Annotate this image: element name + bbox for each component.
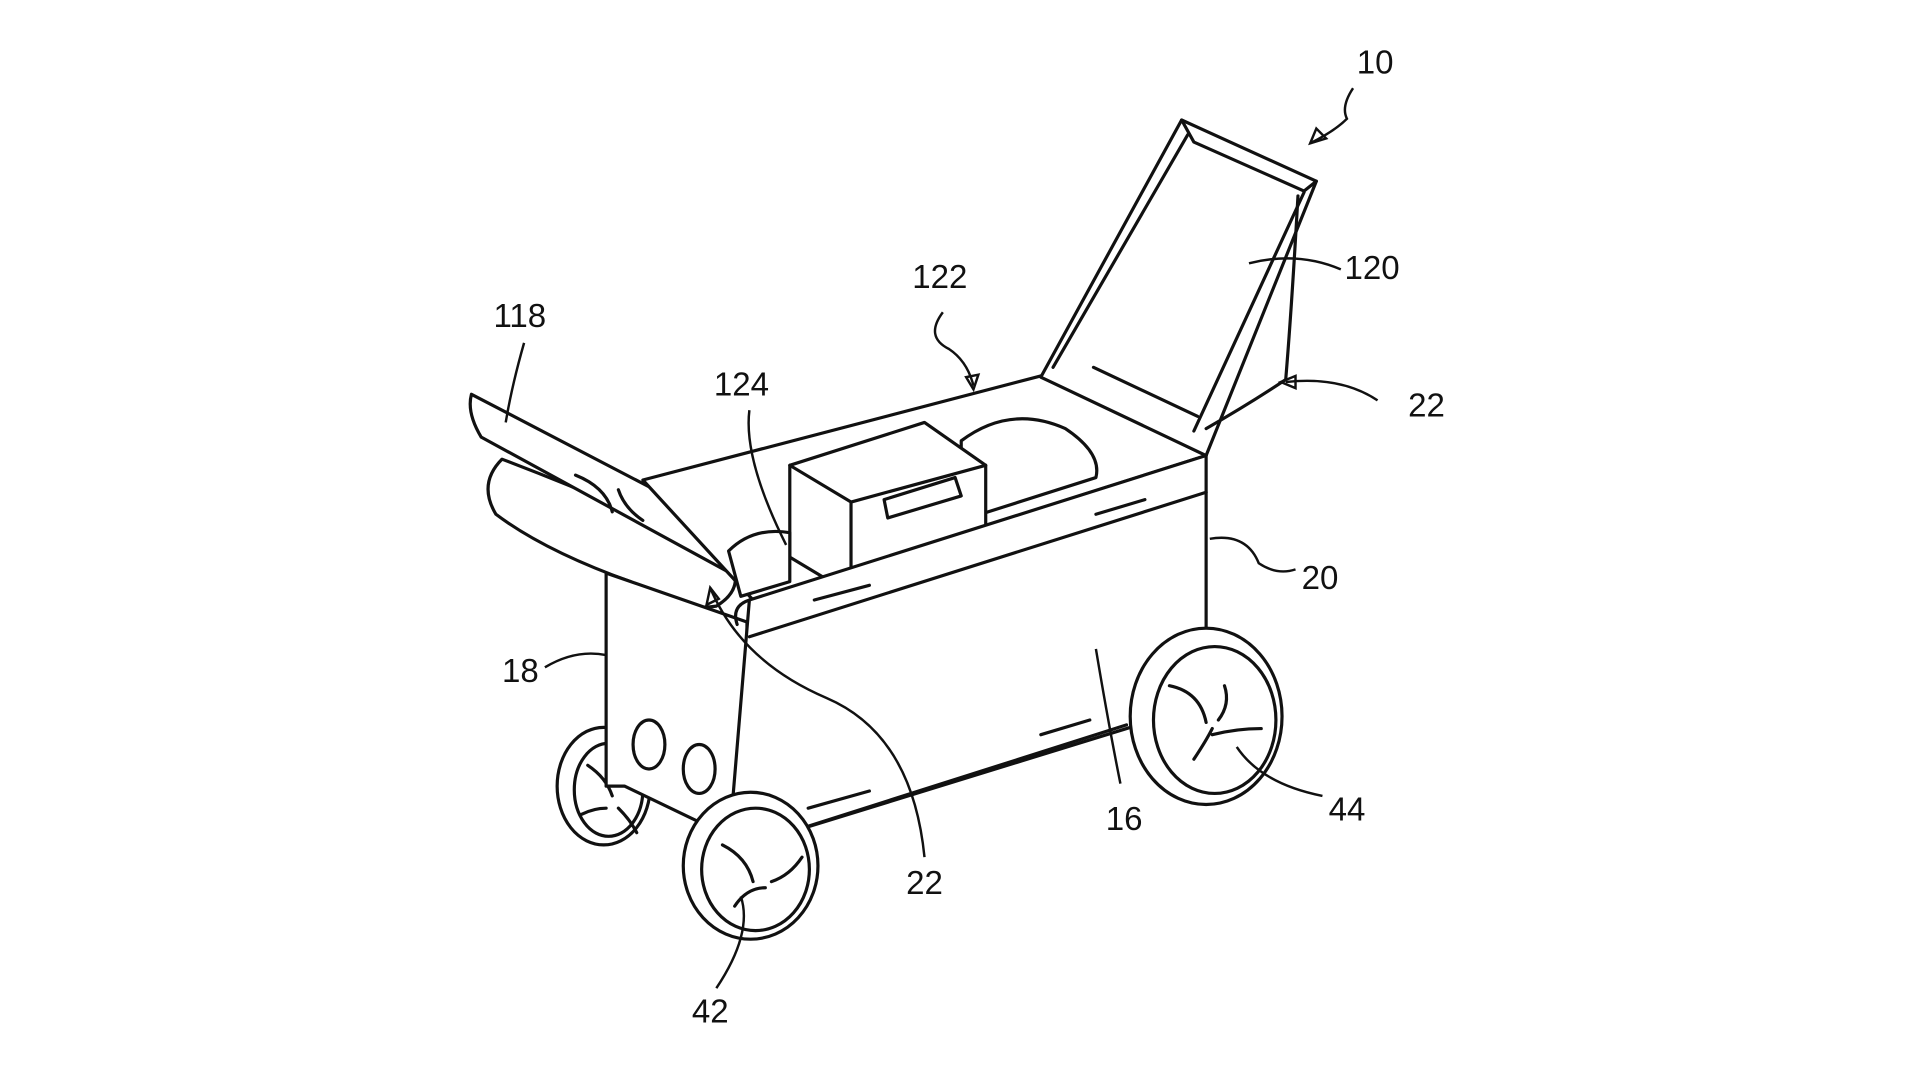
label-20: 20 (1302, 560, 1339, 597)
label-122: 122 (912, 259, 967, 296)
label-10: 10 (1357, 44, 1394, 81)
label-18: 18 (502, 653, 539, 690)
label-42: 42 (692, 993, 729, 1030)
label-118: 118 (493, 298, 546, 335)
vent-holes (631, 718, 717, 796)
reference-labels: 10 120 122 22 118 124 20 18 16 44 22 42 (493, 44, 1444, 1030)
label-124: 124 (714, 367, 769, 404)
label-44: 44 (1329, 791, 1366, 828)
label-120: 120 (1344, 250, 1399, 287)
top-lid-120 (1039, 118, 1318, 458)
label-16: 16 (1106, 801, 1143, 838)
leader-lines (504, 87, 1379, 989)
label-22-right: 22 (1408, 387, 1445, 424)
front-left-wheel-42 (681, 790, 820, 941)
front-right-wheel-44 (1128, 626, 1284, 807)
side-lid-118 (468, 392, 767, 609)
label-22-bottom: 22 (906, 865, 943, 902)
